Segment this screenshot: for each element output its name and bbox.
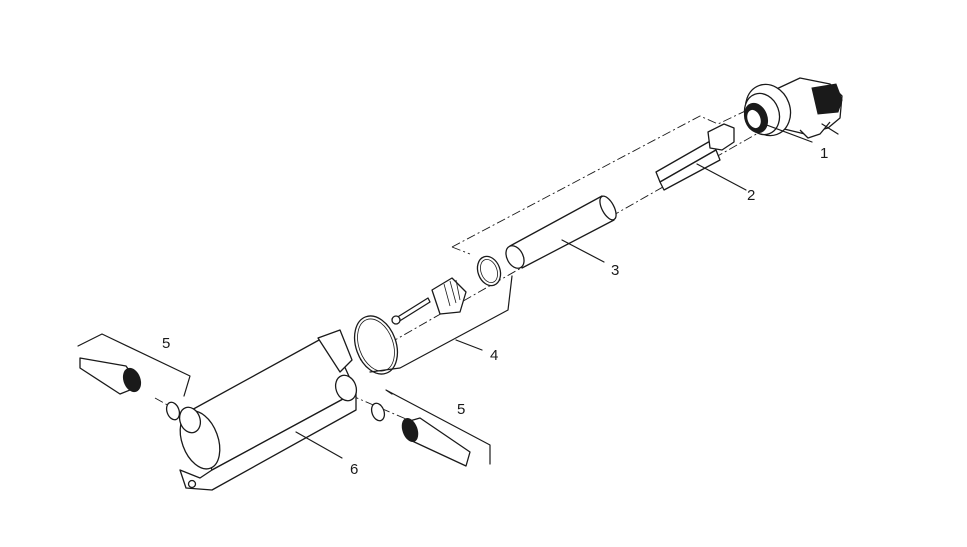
label-part-2: 2	[747, 187, 755, 204]
label-part-4: 4	[490, 347, 498, 364]
part-2-uvc-lamp	[655, 123, 747, 191]
label-part-6: 6	[350, 461, 358, 478]
label-part-5-left: 5	[162, 335, 170, 352]
part-6-housing	[178, 329, 358, 491]
part-4-seal-set	[353, 255, 513, 375]
label-part-1: 1	[820, 145, 828, 162]
part-labels: 1 2 3 4 5 5 6	[162, 145, 828, 478]
part-5-right-hose-connector	[370, 389, 491, 467]
label-part-3: 3	[611, 262, 619, 279]
part-1-lamp-holder-head	[743, 77, 843, 143]
part-5-left-hose-connector	[77, 333, 191, 421]
part-3-quartz-tube	[505, 195, 617, 269]
label-part-5-right: 5	[457, 401, 465, 418]
